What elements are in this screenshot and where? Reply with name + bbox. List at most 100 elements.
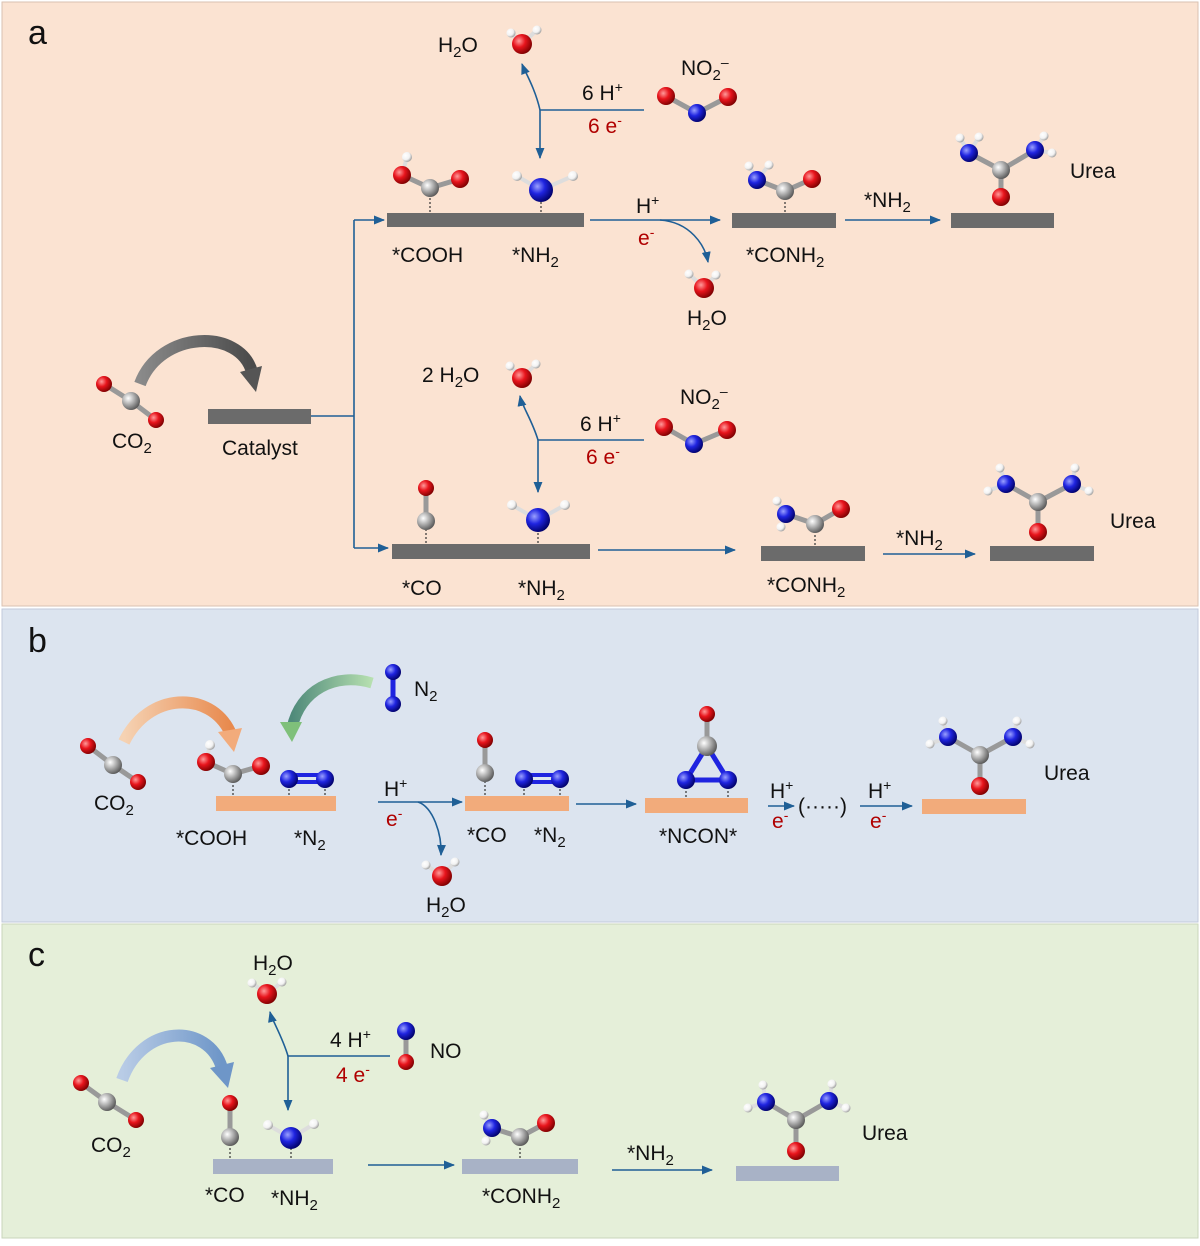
panel-c-conh2-molecule xyxy=(479,1110,555,1158)
panel-a-bottom-electron-count: 6 e- xyxy=(586,443,620,469)
panel-a-bottom-nh2-arrow-label: *NH2 xyxy=(896,527,943,554)
panel-a-electron-step: e- xyxy=(638,224,655,250)
panel-a-co-label: *CO xyxy=(402,577,442,600)
panel-b-step-arrow-1 xyxy=(378,797,464,857)
panel-c-nh2-molecule xyxy=(263,1119,319,1158)
panel-c-conh2-surface xyxy=(462,1159,578,1174)
panel-a-bottom-proton-count: 6 H+ xyxy=(580,410,621,436)
panel-a-proton-step: H+ xyxy=(636,192,659,218)
panel-b-proton-1: H+ xyxy=(384,775,407,801)
panel-b-n2-adsorbate-2 xyxy=(515,770,569,795)
panel-b-urea-surface xyxy=(922,799,1026,814)
panel-a-bottom-conh2-surface xyxy=(761,546,865,561)
panel-c-water-molecule xyxy=(247,977,287,1004)
panel-c-co-label: *CO xyxy=(205,1184,245,1207)
panel-c-no-molecule xyxy=(397,1022,415,1070)
panel-b-ncon-label: *NCON* xyxy=(659,825,737,848)
panel-b-cooh-label: *COOH xyxy=(176,827,247,850)
panel-a-nh2-molecule xyxy=(512,171,578,212)
panel-b-electron-3: e- xyxy=(870,807,887,833)
panel-b-adsorption-arrow xyxy=(118,696,242,752)
panel-b-letter: b xyxy=(28,622,47,660)
panel-a-adsorption-arrow xyxy=(134,335,262,392)
panel-c-adsorption-arrow xyxy=(116,1029,234,1088)
panel-c-urea-molecule xyxy=(743,1079,851,1160)
panel-c-no-label: NO xyxy=(430,1040,462,1063)
panel-b-co-label: *CO xyxy=(467,824,507,847)
panel-b-n2-molecule xyxy=(385,664,401,712)
panel-a-co2-label: CO2 xyxy=(112,430,152,457)
panel-c-nh2-arrow-label: *NH2 xyxy=(627,1142,674,1169)
panel-b-n2-adsorption-arrow xyxy=(280,674,374,742)
panel-b-n2-label: N2 xyxy=(414,678,438,705)
panel-a-co2-molecule xyxy=(96,376,164,428)
panel-c-background xyxy=(1,923,1199,1239)
panel-a-conh2-surface xyxy=(732,213,836,228)
panel-b-proton-3: H+ xyxy=(868,777,891,803)
panel-b-co2-molecule xyxy=(80,738,146,790)
panel-c-electron-count: 4 e- xyxy=(336,1061,370,1087)
panel-a-catalyst-label: Catalyst xyxy=(222,437,298,460)
panel-a-bottom-h2o-label: 2 H2O xyxy=(422,364,479,391)
panel-a-urea-molecule xyxy=(955,131,1057,206)
panel-a-bottom-nh2-molecule xyxy=(507,500,570,543)
panel-a-background xyxy=(1,1,1199,607)
panel-c-h2o-label: H2O xyxy=(253,952,293,979)
panel-c-conh2-label: *CONH2 xyxy=(482,1185,560,1212)
panel-b-h2o-label: H2O xyxy=(426,894,466,921)
panel-a-bottom-nitrite-molecule xyxy=(655,418,736,453)
panel-a-bottom-water-molecule xyxy=(505,359,541,388)
panel-a-h2o-side-label: H2O xyxy=(687,307,727,334)
panel-c-urea-surface xyxy=(736,1166,839,1181)
panel-b-background xyxy=(1,608,1199,923)
panel-a-urea-label: Urea xyxy=(1070,160,1116,183)
panel-b-urea-label: Urea xyxy=(1044,762,1090,785)
panel-b-urea-molecule xyxy=(925,716,1035,795)
panel-a-h2o-label: H2O xyxy=(438,34,478,61)
panel-a-bottom-nh2-label: *NH2 xyxy=(518,577,565,604)
panel-c-co-molecule xyxy=(221,1095,239,1158)
panel-a-coupling-arrow xyxy=(590,215,722,264)
panel-a-conh2-molecule xyxy=(744,160,821,212)
panel-a-water-molecule xyxy=(506,25,542,54)
panel-b-electron-1: e- xyxy=(386,805,403,831)
panel-b-co-molecule xyxy=(476,732,494,795)
panel-b-surface-1 xyxy=(216,796,336,811)
panel-a-bottom-urea-surface xyxy=(990,546,1094,561)
panel-a-urea-surface xyxy=(951,213,1054,228)
panel-c-co2-molecule xyxy=(73,1075,144,1128)
panel-c-letter: c xyxy=(28,936,45,974)
panel-a-nitrite-reduction-arrow xyxy=(521,62,644,160)
panel-b-co2-label: CO2 xyxy=(94,792,134,819)
panel-a-branch-arrows xyxy=(311,215,390,553)
panel-b-proton-2: H+ xyxy=(770,777,793,803)
panel-b-n2-adsorbate xyxy=(280,770,334,795)
panel-c-no-reduction-arrow xyxy=(268,1010,390,1112)
panel-c-co2-label: CO2 xyxy=(91,1134,131,1161)
panel-a-co-molecule xyxy=(417,480,435,543)
panel-a-catalyst-surface xyxy=(208,409,311,424)
panel-b-water-molecule xyxy=(421,857,460,886)
panel-c-nh2-label: *NH2 xyxy=(271,1187,318,1214)
panel-c-urea-label: Urea xyxy=(862,1122,908,1145)
panel-b-cooh-molecule xyxy=(197,740,270,795)
panel-b-surface-3 xyxy=(645,798,748,813)
panel-a-bottom-conh2-label: *CONH2 xyxy=(767,574,845,601)
panel-b-n2-ads-label-2: *N2 xyxy=(534,824,566,851)
panel-a-bottom-nitrite-label: NO2– xyxy=(680,383,728,413)
panel-a-cooh-label: *COOH xyxy=(392,244,463,267)
panel-a-bottom-surface xyxy=(392,544,590,559)
panel-a-nh2-label: *NH2 xyxy=(512,244,559,271)
panel-a-top-surface xyxy=(387,213,584,227)
panel-b-n2-ads-label: *N2 xyxy=(294,827,326,854)
panel-a-bottom-nitrite-arrow xyxy=(517,394,644,494)
panel-a-nh2-arrow-label: *NH2 xyxy=(864,189,911,216)
panel-a-conh2-label: *CONH2 xyxy=(746,244,824,271)
panel-a-letter: a xyxy=(28,14,47,52)
panel-a-water-side-molecule xyxy=(684,269,721,298)
panel-b-electron-2: e- xyxy=(772,807,789,833)
panel-a-nitrite-label: NO2– xyxy=(681,54,729,84)
panel-a-proton-count: 6 H+ xyxy=(582,79,623,105)
